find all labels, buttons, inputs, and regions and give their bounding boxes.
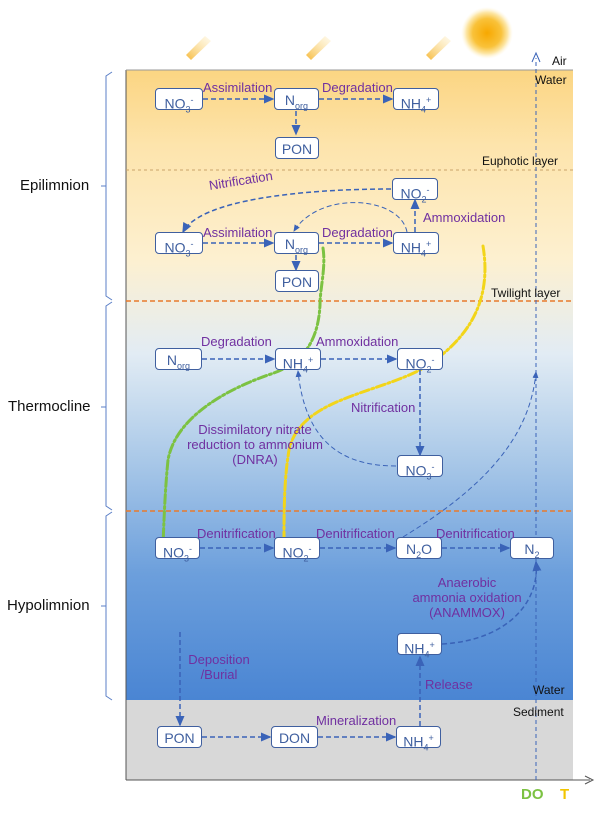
species-box-norg: Norg [274, 232, 319, 255]
air-label: Air [552, 54, 567, 68]
species-box-norg: Norg [274, 88, 319, 111]
dnra-line-3: (DNRA) [232, 452, 278, 467]
sun-icon [461, 7, 513, 59]
euphotic-layer-label: Euphotic layer [482, 154, 559, 168]
species-box-no3: NO3- [397, 455, 443, 481]
temperature-profile-curve [282, 244, 487, 547]
process-label-mineralization: Mineralization [316, 713, 397, 728]
anammox-line-2: ammonia oxidation [412, 590, 522, 605]
species-box-pon: PON [275, 137, 319, 159]
process-label-degradation: Degradation [322, 80, 393, 95]
hypolimnion-bracket [101, 511, 113, 701]
species-box-nh4: NH4+ [275, 348, 321, 374]
process-label-nitrification: Nitrification [351, 400, 416, 415]
species-box-pon: PON [157, 726, 202, 748]
species-box-no2: NO2- [397, 348, 443, 374]
species-box-nh4: NH4+ [393, 88, 439, 114]
deposition-line-2: /Burial [200, 667, 238, 682]
species-box-norg: Norg [155, 348, 202, 371]
air-axis-arrowhead [531, 51, 541, 63]
species-box-don: DON [271, 726, 318, 748]
deposition-line-1: Deposition [188, 652, 250, 667]
epilimnion-label: Epilimnion [20, 177, 90, 194]
epilimnion-bracket [101, 71, 113, 301]
species-box-no2: NO2- [392, 178, 438, 204]
species-box-n2: N2 [510, 537, 554, 560]
process-label-anammox: Anaerobic ammonia oxidation (ANAMMOX) [402, 575, 532, 620]
process-label-denitrification: Denitrification [197, 526, 276, 541]
legend-do: DO [521, 786, 544, 803]
species-box-no3: NO3- [155, 88, 203, 114]
thermocline-label: Thermocline [8, 398, 91, 415]
x-axis-arrow [584, 775, 595, 785]
sunlight-rays-icon [186, 36, 451, 60]
species-box-nh4: NH4+ [393, 232, 439, 258]
water-bottom-label: Water [533, 683, 565, 697]
process-label-denitrification: Denitrification [316, 526, 395, 541]
anammox-line-3: (ANAMMOX) [429, 605, 505, 620]
process-label-degradation: Degradation [201, 334, 272, 349]
process-label-deposition: Deposition /Burial [180, 652, 258, 682]
do-profile-curve [161, 246, 326, 547]
legend-t: T [560, 786, 570, 803]
species-box-pon: PON [275, 270, 319, 292]
anammox-line-1: Anaerobic [437, 575, 497, 590]
species-box-no3: NO3- [155, 537, 200, 563]
process-label-assimilation: Assimilation [203, 80, 273, 95]
twilight-layer-label: Twilight layer [491, 286, 561, 300]
species-box-no2: NO2- [274, 537, 320, 563]
process-label-denitrification: Denitrification [436, 526, 515, 541]
hypolimnion-label: Hypolimnion [7, 597, 90, 614]
species-box-nh4: NH4+ [397, 633, 442, 659]
dnra-line-1: Dissimilatory nitrate [198, 422, 312, 437]
process-label-ammoxidation: Ammoxidation [316, 334, 399, 349]
thermocline-bracket [101, 301, 113, 511]
water-column [126, 70, 573, 700]
species-box-nh4: NH4+ [396, 726, 441, 752]
process-label-degradation: Degradation [322, 225, 393, 240]
flow-arrows [175, 94, 542, 742]
water-top-label: Water [535, 73, 567, 87]
process-label-dnra: Dissimilatory nitrate reduction to ammon… [170, 422, 340, 467]
species-box-no3: NO3- [155, 232, 203, 258]
process-label-ammoxidation: Ammoxidation [423, 210, 506, 225]
sediment-label: Sediment [513, 705, 564, 719]
process-label-assimilation: Assimilation [203, 225, 273, 240]
species-box-n2o: N2O [396, 537, 442, 560]
dnra-line-2: reduction to ammonium [187, 437, 323, 452]
process-label-release: Release [425, 677, 473, 692]
